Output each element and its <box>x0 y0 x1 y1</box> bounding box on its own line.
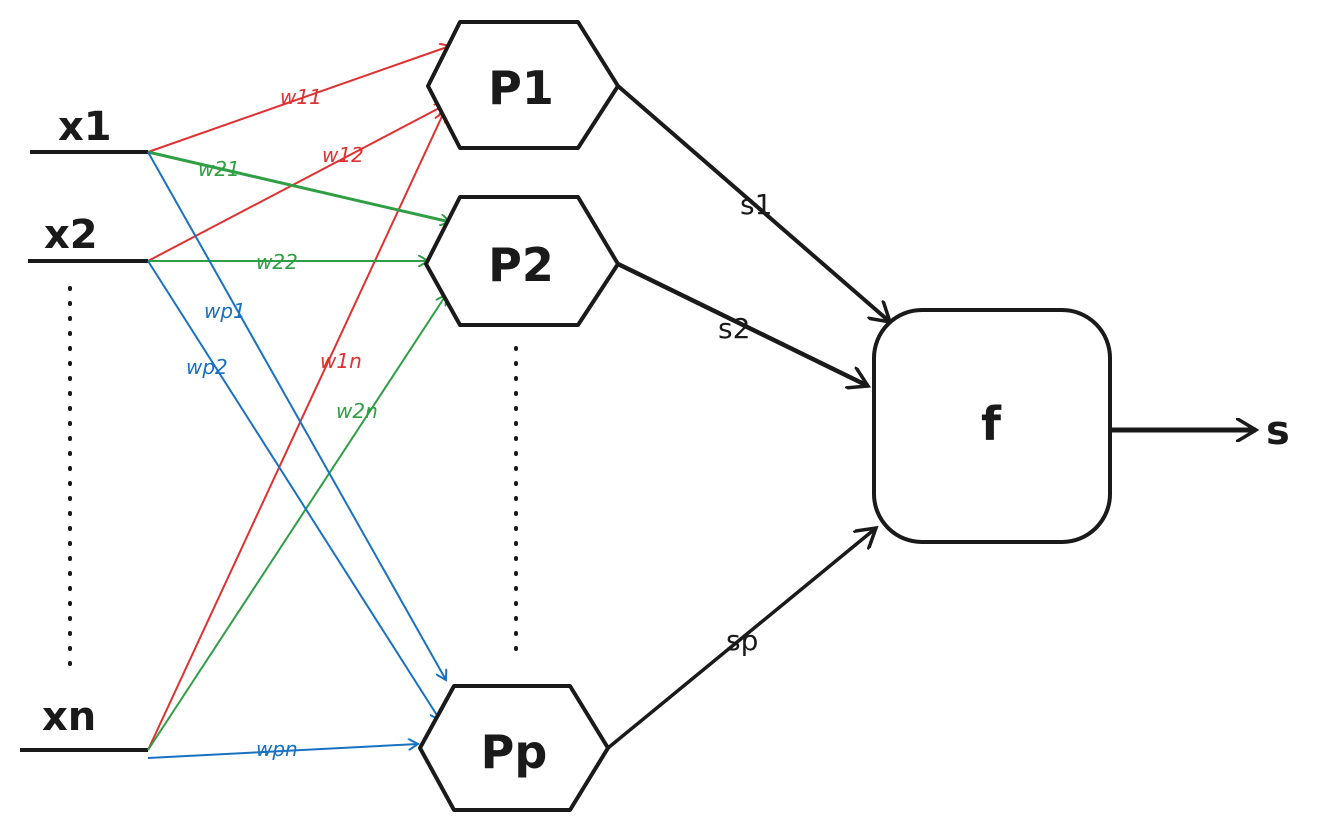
edge-label-sp: sp <box>726 624 758 657</box>
weight-label-w11: w11 <box>280 85 322 109</box>
weight-label-w12: w12 <box>322 143 364 167</box>
weight-label-w2n: w2n <box>336 399 378 423</box>
node-p2 <box>424 195 620 327</box>
edge-w11 <box>147 46 450 153</box>
edge-label-s1: s1 <box>740 188 772 221</box>
input-label-x1: x1 <box>58 104 112 150</box>
output-label-s: s <box>1266 408 1290 454</box>
edge-s1 <box>616 84 890 322</box>
edge-wp1 <box>147 151 446 680</box>
weight-label-wpn: wpn <box>256 737 298 761</box>
edge-wp2 <box>147 260 440 720</box>
node-p1 <box>426 20 620 150</box>
edge-sp <box>606 528 876 750</box>
weight-label-w22: w22 <box>256 250 298 274</box>
node-f <box>872 308 1112 544</box>
edge-w21 <box>147 150 450 222</box>
input-label-xn: xn <box>42 694 96 740</box>
weight-label-wp2: wp2 <box>186 355 228 379</box>
edge-s2 <box>617 261 868 386</box>
edge-w2n <box>147 295 446 751</box>
node-label-f: f <box>981 397 1002 451</box>
node-label-p1: P1 <box>488 61 554 115</box>
weight-label-wp1: wp1 <box>204 299 246 323</box>
edge-w1n <box>147 112 444 751</box>
weight-label-w1n: w1n <box>320 349 362 373</box>
edge-wpn <box>147 744 418 759</box>
input-label-x2: x2 <box>44 212 98 258</box>
node-label-p2: P2 <box>488 238 554 292</box>
edge-label-s2: s2 <box>718 312 750 345</box>
node-pp <box>418 684 610 812</box>
weight-label-w21: w21 <box>198 157 240 181</box>
node-label-pp: Pp <box>481 725 548 779</box>
edge-w12 <box>147 105 445 262</box>
